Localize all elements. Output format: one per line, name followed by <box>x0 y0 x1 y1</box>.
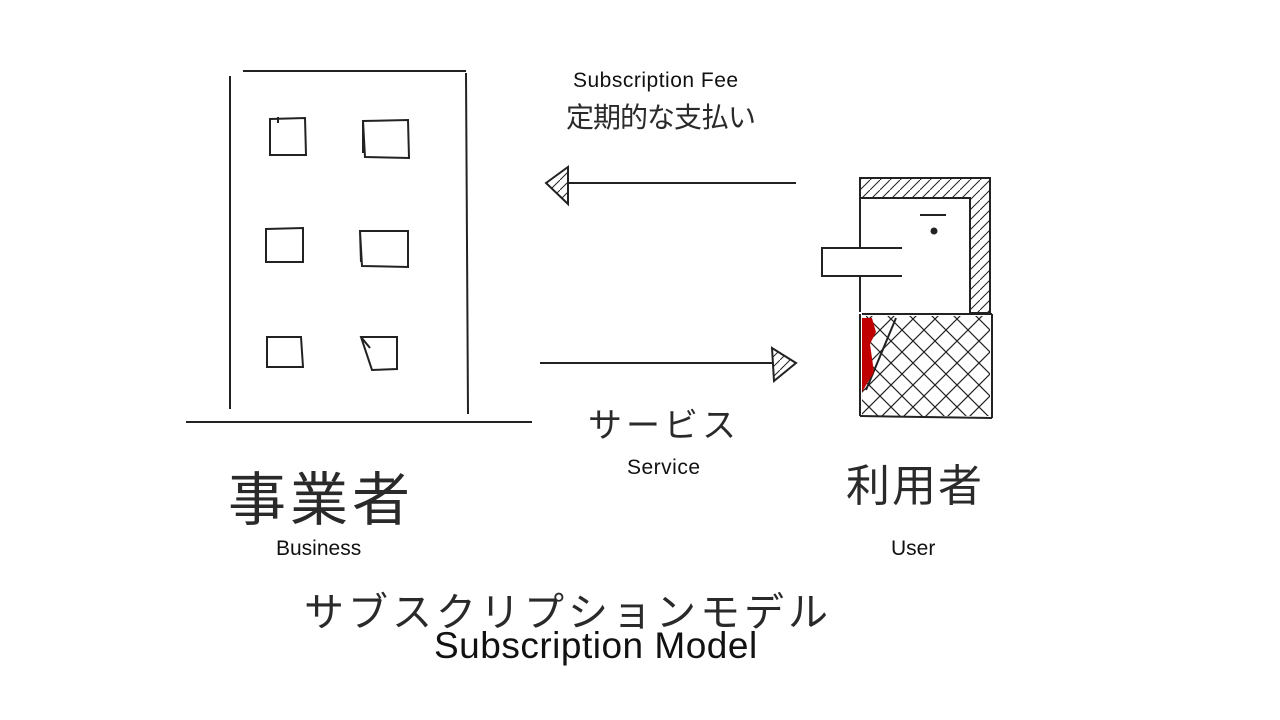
service-label-en: Service <box>627 456 701 479</box>
business-building-icon <box>186 70 532 423</box>
business-label-jp: 事業者 <box>228 466 415 534</box>
fee-label-jp: 定期的な支払い <box>566 101 756 134</box>
title-jp: サブスクリプションモデル <box>304 590 832 636</box>
user-label-en: User <box>891 537 936 560</box>
fee-label-en: Subscription Fee <box>573 69 739 92</box>
service-label-jp: サービス <box>588 406 740 446</box>
subscription-fee-arrow <box>544 165 796 207</box>
business-label-en: Business <box>276 537 362 560</box>
service-arrow <box>540 346 798 384</box>
user-label-jp: 利用者 <box>846 461 984 512</box>
title-en: Subscription Model <box>434 625 758 666</box>
user-figure-icon <box>821 177 993 419</box>
